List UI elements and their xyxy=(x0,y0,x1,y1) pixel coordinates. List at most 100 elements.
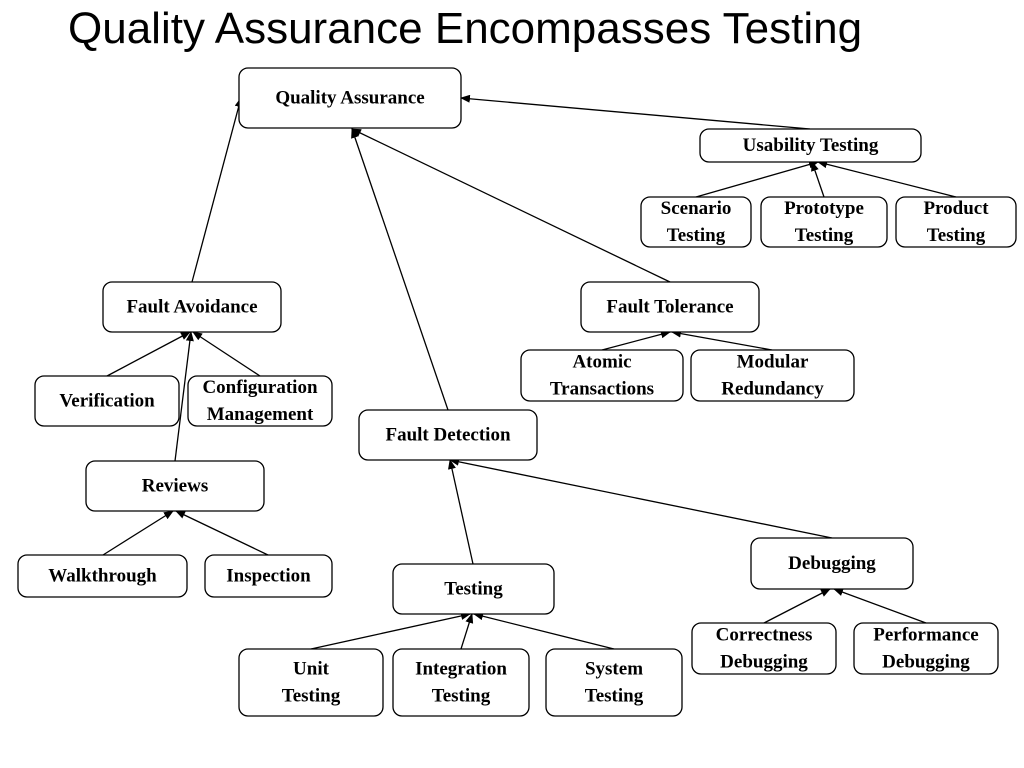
edge-integration-testing-to-testing xyxy=(460,613,474,650)
page-title: Quality Assurance Encompasses Testing xyxy=(68,4,863,53)
node-quality-assurance: Quality Assurance xyxy=(238,67,462,129)
node-box xyxy=(691,622,837,675)
node-box xyxy=(187,375,333,427)
node-box xyxy=(85,460,265,512)
node-box xyxy=(520,349,684,402)
node-label: Walkthrough xyxy=(48,566,157,587)
node-label: Scenario xyxy=(661,198,732,219)
node-label: Debugging xyxy=(882,652,970,673)
node-label: Management xyxy=(207,404,314,425)
node-label: Testing xyxy=(585,686,644,707)
node-label: Unit xyxy=(293,659,330,680)
edge-debugging-to-fault-detection xyxy=(449,457,833,539)
node-label: System xyxy=(585,659,643,680)
node-box xyxy=(690,349,855,402)
node-box xyxy=(204,554,333,598)
node-fault-avoidance: Fault Avoidance xyxy=(102,281,282,333)
edge-testing-to-fault-detection xyxy=(448,459,474,565)
edge-fault-detection-to-quality-assurance xyxy=(351,128,449,411)
node-box xyxy=(238,67,462,129)
node-box xyxy=(17,554,188,598)
node-box xyxy=(580,281,760,333)
node-box xyxy=(895,196,1017,248)
edge-walkthrough-to-reviews xyxy=(102,510,174,556)
node-label: Testing xyxy=(667,225,726,246)
node-label: Testing xyxy=(282,686,341,707)
node-label: Verification xyxy=(59,391,155,412)
node-box xyxy=(545,648,683,717)
node-label: Testing xyxy=(927,225,986,246)
node-label: Performance xyxy=(873,625,979,646)
node-label: Testing xyxy=(444,579,503,600)
node-box xyxy=(392,563,555,615)
node-label: Inspection xyxy=(226,566,311,587)
node-box xyxy=(238,648,384,717)
node-label: Fault Tolerance xyxy=(606,297,733,318)
edge-configuration-management-to-fault-avoidance xyxy=(192,331,261,377)
node-box xyxy=(358,409,538,461)
node-box xyxy=(853,622,999,675)
node-fault-tolerance: Fault Tolerance xyxy=(580,281,760,333)
node-label: Prototype xyxy=(784,198,864,219)
node-inspection: Inspection xyxy=(204,554,333,598)
edge-atomic-transactions-to-fault-tolerance xyxy=(601,330,671,351)
node-usability-testing: Usability Testing xyxy=(699,128,922,163)
node-label: Quality Assurance xyxy=(275,88,424,109)
edge-scenario-testing-to-usability-testing xyxy=(695,160,819,198)
node-label: Usability Testing xyxy=(743,135,879,156)
edge-fault-avoidance-to-quality-assurance xyxy=(191,97,243,283)
edge-product-testing-to-usability-testing xyxy=(817,160,957,198)
node-walkthrough: Walkthrough xyxy=(17,554,188,598)
node-debugging: Debugging xyxy=(750,537,914,590)
edge-modular-redundancy-to-fault-tolerance xyxy=(671,329,773,351)
node-label: Testing xyxy=(795,225,854,246)
node-verification: Verification xyxy=(34,375,180,427)
node-reviews: Reviews xyxy=(85,460,265,512)
edge-verification-to-fault-avoidance xyxy=(106,331,191,377)
node-box xyxy=(102,281,282,333)
node-label: Redundancy xyxy=(721,379,824,400)
edge-inspection-to-reviews xyxy=(175,510,269,556)
node-label: Correctness xyxy=(716,625,813,646)
node-box xyxy=(750,537,914,590)
node-label: Reviews xyxy=(142,476,208,497)
node-label: Debugging xyxy=(788,553,876,574)
node-label: Testing xyxy=(432,686,491,707)
node-label: Integration xyxy=(415,659,507,680)
edge-system-testing-to-testing xyxy=(473,612,615,650)
edge-reviews-to-fault-avoidance xyxy=(174,331,194,462)
node-box xyxy=(699,128,922,163)
edge-prototype-testing-to-usability-testing xyxy=(811,161,825,198)
edge-usability-testing-to-quality-assurance xyxy=(460,94,811,130)
node-label: Fault Detection xyxy=(385,425,510,446)
node-label: Transactions xyxy=(550,379,654,400)
node-label: Product xyxy=(923,198,989,219)
edges-layer xyxy=(102,94,957,650)
node-label: Modular xyxy=(737,352,809,373)
node-box xyxy=(34,375,180,427)
node-label: Configuration xyxy=(202,377,318,398)
edge-fault-tolerance-to-quality-assurance xyxy=(351,128,671,283)
node-box xyxy=(392,648,530,717)
node-label: Debugging xyxy=(720,652,808,673)
node-box xyxy=(640,196,752,248)
edge-performance-debugging-to-debugging xyxy=(833,588,927,624)
node-testing: Testing xyxy=(392,563,555,615)
node-fault-detection: Fault Detection xyxy=(358,409,538,461)
edge-correctness-debugging-to-debugging xyxy=(763,588,831,624)
node-label: Atomic xyxy=(572,352,631,373)
edge-unit-testing-to-testing xyxy=(310,612,471,650)
